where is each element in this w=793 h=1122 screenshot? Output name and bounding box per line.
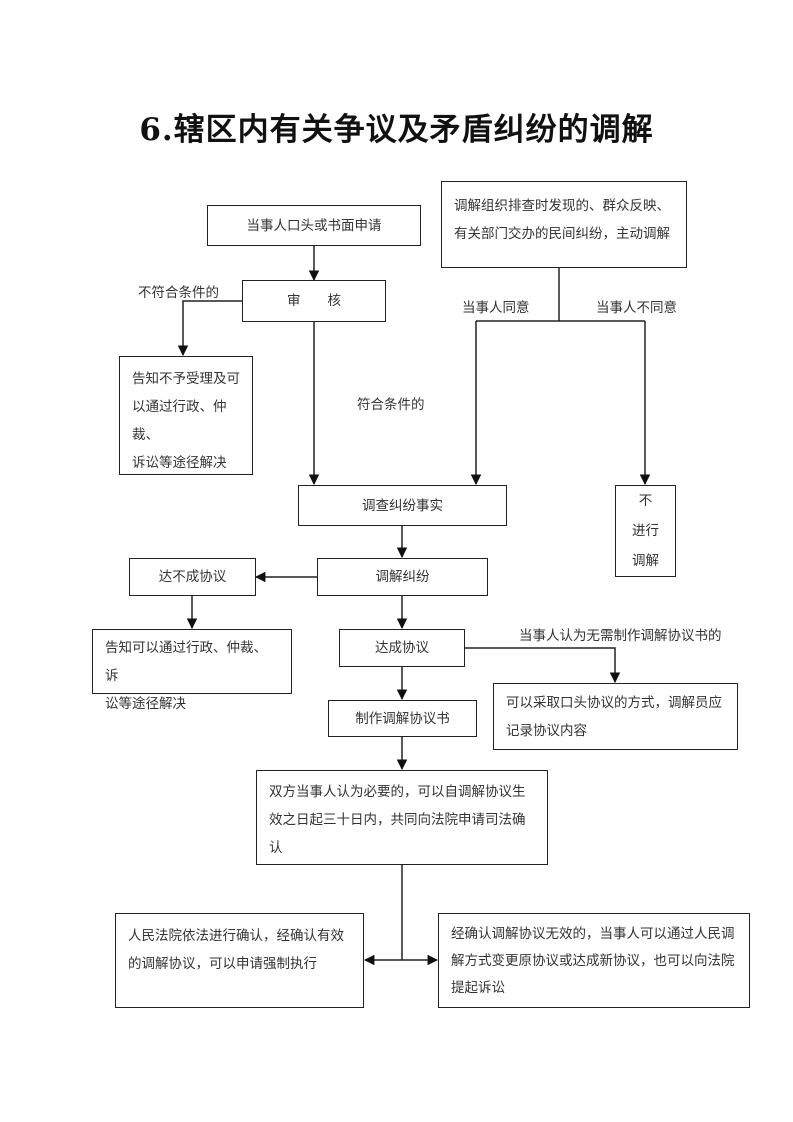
node-no-mediation-line: 调解: [632, 553, 659, 569]
node-mediate-text: 调解纠纷: [375, 569, 430, 585]
node-agreement: 达成协议: [339, 629, 465, 667]
node-review-text: 审 核: [287, 293, 341, 309]
node-court-valid-line: 的调解协议，可以申请强制执行: [128, 956, 317, 972]
node-make-document-text: 制作调解协议书: [355, 710, 450, 727]
node-court-invalid-line: 提起诉讼: [451, 980, 505, 996]
node-court-valid-line: 人民法院依法进行确认，经确认有效: [128, 928, 344, 944]
node-court-invalid-line: 经确认调解协议无效的，当事人可以通过人民调: [451, 926, 735, 942]
node-judicial-confirm-line: 双方当事人认为必要的，可以自调解协议生: [269, 784, 526, 800]
node-proactive-line: 调解组织排查时发现的、群众反映、: [454, 198, 670, 214]
node-investigate-text: 调查纠纷事实: [362, 497, 443, 514]
node-proactive: 调解组织排查时发现的、群众反映、 有关部门交办的民间纠纷，主动调解: [441, 181, 687, 268]
edge-review-reject: [177, 300, 242, 357]
node-reject-line: 以通过行政、仲裁、: [132, 399, 227, 443]
edge-label-no-document-needed: 当事人认为无需制作调解协议书的: [519, 628, 722, 644]
node-review: 审 核: [242, 280, 386, 322]
node-oral-agreement: 可以采取口头协议的方式，调解员应 记录协议内容: [493, 683, 738, 750]
node-proactive-line: 有关部门交办的民间纠纷，主动调解: [454, 226, 670, 242]
node-oral-agreement-line: 记录协议内容: [506, 723, 587, 739]
page-title: 6.辖区内有关争议及矛盾纠纷的调解: [139, 112, 654, 148]
node-court-invalid-line: 解方式变更原协议或达成新协议，也可以向法院: [451, 953, 735, 969]
node-no-mediation-line: 不: [638, 493, 653, 509]
edge-label-party-agrees: 当事人同意: [462, 300, 530, 316]
node-court-invalid: 经确认调解协议无效的，当事人可以通过人民调 解方式变更原协议或达成新协议，也可以…: [438, 913, 750, 1008]
node-judicial-confirm: 双方当事人认为必要的，可以自调解协议生 效之日起三十日内，共同向法院申请司法确 …: [256, 770, 548, 865]
node-no-agreement-text: 达不成协议: [158, 569, 227, 585]
node-apply: 当事人口头或书面申请: [207, 205, 421, 246]
node-no-agreement-notice: 告知可以通过行政、仲裁、诉 讼等途径解决: [92, 629, 292, 712]
node-no-agreement-notice-line: 告知可以通过行政、仲裁、诉: [105, 640, 267, 684]
edge-label-qualified: 符合条件的: [357, 397, 425, 413]
edge-label-party-disagrees: 当事人不同意: [596, 300, 677, 316]
node-judicial-confirm-line: 效之日起三十日内，共同向法院申请司法确: [269, 812, 526, 828]
node-reject-line: 诉讼等途径解决: [132, 455, 227, 471]
node-court-valid: 人民法院依法进行确认，经确认有效 的调解协议，可以申请强制执行: [115, 913, 364, 1008]
node-reject-notice: 告知不予受理及可 以通过行政、仲裁、 诉讼等途径解决: [119, 356, 253, 475]
node-reject-line: 告知不予受理及可: [132, 371, 240, 387]
node-mediate: 调解纠纷: [317, 558, 488, 596]
edge-label-not-qualified: 不符合条件的: [138, 285, 219, 301]
node-oral-agreement-line: 可以采取口头协议的方式，调解员应: [506, 695, 722, 711]
node-investigate: 调查纠纷事实: [298, 485, 507, 526]
node-no-agreement-notice-line: 讼等途径解决: [105, 696, 186, 712]
node-no-mediation-line: 进行: [632, 523, 659, 539]
node-no-agreement: 达不成协议: [129, 558, 256, 596]
node-no-mediation: 不 进行 调解: [615, 485, 676, 577]
node-apply-text: 当事人口头或书面申请: [246, 217, 382, 234]
edge-agreement-oral: [465, 647, 621, 684]
node-agreement-text: 达成协议: [375, 640, 429, 656]
node-make-document: 制作调解协议书: [328, 700, 477, 737]
node-judicial-confirm-line: 认: [269, 840, 283, 856]
